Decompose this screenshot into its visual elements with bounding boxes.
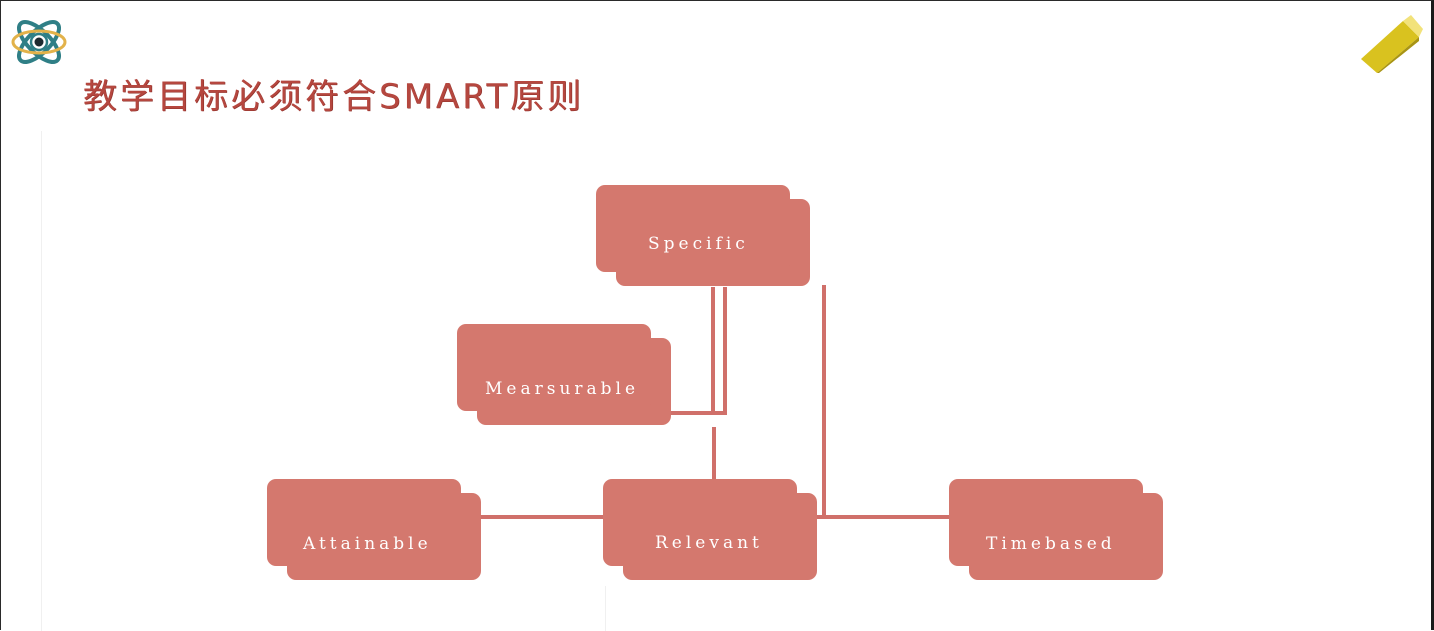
node-attainable-card bbox=[267, 479, 461, 566]
node-attainable-label: Attainable bbox=[303, 534, 432, 554]
node-timebased-card bbox=[949, 479, 1143, 566]
atom-icon bbox=[11, 20, 67, 64]
node-specific: Specific bbox=[596, 185, 810, 286]
node-relevant-card bbox=[603, 479, 797, 566]
faint-divider-left bbox=[41, 131, 42, 631]
node-specific-label: Specific bbox=[648, 234, 749, 254]
node-measurable-label: Mearsurable bbox=[485, 379, 640, 399]
node-measurable: Mearsurable bbox=[457, 324, 671, 425]
node-timebased: Timebased bbox=[949, 479, 1163, 580]
note-card-icon bbox=[1361, 15, 1423, 73]
node-specific-card bbox=[596, 185, 790, 272]
page-title: 教学目标必须符合SMART原则 bbox=[83, 77, 585, 117]
faint-divider-bottom bbox=[605, 586, 606, 631]
node-relevant-label: Relevant bbox=[655, 533, 763, 553]
node-measurable-card bbox=[457, 324, 651, 411]
node-timebased-label: Timebased bbox=[986, 534, 1116, 554]
node-relevant: Relevant bbox=[603, 479, 817, 580]
node-attainable: Attainable bbox=[267, 479, 481, 580]
